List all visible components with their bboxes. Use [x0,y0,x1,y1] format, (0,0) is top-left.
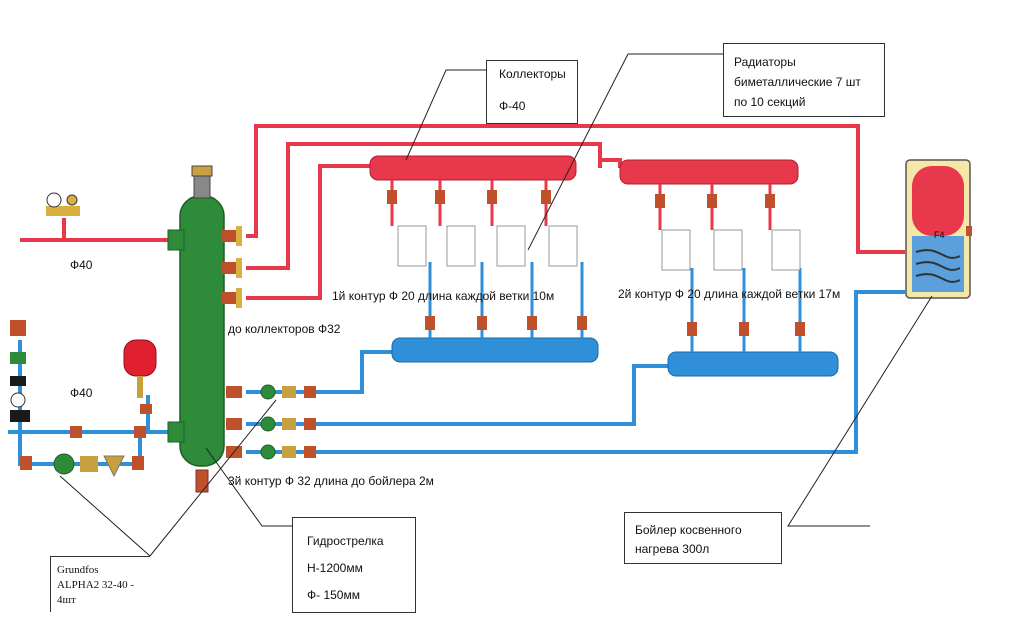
circuit-pumps [260,384,316,460]
radiators [397,225,801,271]
supply-collectors [369,155,799,185]
callout-boiler-line2: нагрева 300л [635,542,710,556]
callout-hydro-line1: Гидрострелка [307,534,384,548]
label-to-collectors: до коллекторов Ф32 [228,322,341,336]
valve-supply-2 [222,258,242,278]
valve-supply-1 [222,226,242,246]
callout-radiators-line1: Радиаторы [734,55,796,69]
callout-collectors: Коллекторы Ф-40 [486,60,578,124]
radiator [446,225,476,267]
label-circuit-2: 2й контур Ф 20 длина каждой ветки 17м [618,287,841,301]
leader-lines [59,53,933,557]
callout-radiators: Радиаторы биметаллические 7 шт по 10 сек… [723,43,885,117]
callout-collectors-line1: Коллекторы [499,67,566,81]
radiator [496,225,526,267]
pump-circuit-2 [260,416,316,432]
label-pipe-pump: Ф40 [70,386,93,400]
riser-supply-1 [390,180,548,226]
radiator [771,229,801,271]
collector-return-2 [667,351,839,377]
valve-return-2 [226,418,242,430]
label-pipe-main: Ф40 [70,258,93,272]
label-circuit-1: 1й контур Ф 20 длина каждой ветки 10м [332,289,555,303]
callout-collectors-line2: Ф-40 [499,99,526,113]
label-circuit-3: 3й контур Ф 32 длина до бойлера 2м [228,474,434,488]
circulation-pump-icon [53,453,98,475]
callout-radiators-line3: по 10 секций [734,95,806,109]
strainer-icon [103,455,125,478]
supply-pipes [20,124,905,300]
callout-pump-line2: ALPHA2 32-40 - [57,579,134,591]
pressure-gauge-icon [46,192,80,216]
callout-pump-line1: Grundfos [57,564,99,576]
hydraulic-separator [167,165,225,493]
collector-supply-2 [619,159,799,185]
radiator [397,225,427,267]
collector-supply-1 [369,155,577,181]
left-valves [20,404,152,470]
callout-pump: Grundfos ALPHA2 32-40 - 4шт [50,556,150,612]
callout-boiler: Бойлер косвенного нагрева 300л [624,512,782,564]
callout-hydro-line3: Ф- 150мм [307,588,360,602]
return-collectors [391,337,839,377]
riser-return-2 [690,268,802,352]
indirect-boiler [905,159,972,299]
radiator [713,229,743,271]
hydro-valves [222,226,242,458]
radiator [661,229,691,271]
valve-return-1 [226,386,242,398]
pump-circuit-1 [260,384,316,400]
radiator [548,225,578,267]
riser-valves [387,190,805,336]
callout-boiler-line1: Бойлер косвенного [635,523,742,537]
collector-return-1 [391,337,599,363]
valve-supply-3 [222,288,242,308]
air-vent-icon [10,320,30,422]
expansion-tank-icon [123,339,157,398]
callout-hydro-line2: Н-1200мм [307,561,363,575]
callout-hydro: Гидрострелка Н-1200мм Ф- 150мм [292,517,416,613]
callout-pump-line3: 4шт [57,594,76,606]
callout-radiators-line2: биметаллические 7 шт [734,75,861,89]
pump-circuit-3 [260,444,316,460]
label-boiler-tag: F4 [934,230,945,240]
